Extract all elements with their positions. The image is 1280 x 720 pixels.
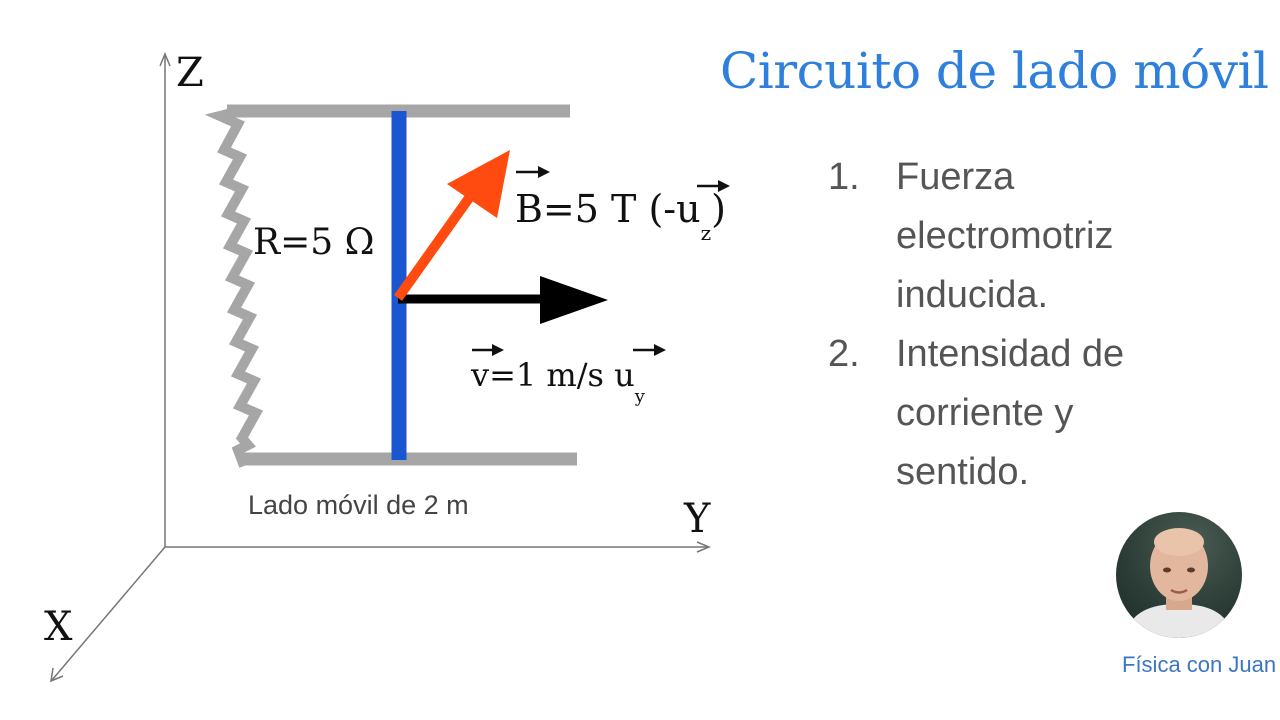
field-label-main: B=5 T (-u — [515, 187, 701, 231]
presenter-portrait-icon — [1124, 528, 1234, 638]
field-label-close: ) — [711, 187, 726, 231]
axis-z-label: Z — [176, 50, 204, 96]
channel-credit: Física con Juan — [1122, 652, 1277, 677]
axis-x-label: X — [44, 604, 73, 650]
axes — [50, 52, 711, 683]
x-axis-arrowhead — [50, 667, 64, 683]
list-item-number: 1. — [828, 156, 860, 198]
svg-text:v=1 m/s uy: v=1 m/s uy — [470, 356, 646, 407]
velocity-label-sub: y — [634, 386, 646, 407]
svg-text:B=5 T (-uz): B=5 T (-uz) — [515, 187, 726, 245]
axis-y-label: Y — [683, 496, 711, 542]
page-title: Circuito de lado móvil — [720, 42, 1269, 100]
resistor-label: R=5 Ω — [253, 222, 374, 263]
vector-arrow-icon — [472, 344, 666, 356]
velocity-label-main: v=1 m/s u — [470, 356, 635, 394]
vector-arrow-icon — [516, 166, 730, 192]
avatar — [1116, 512, 1242, 638]
field-label: B=5 T (-uz) — [515, 166, 730, 245]
z-axis-arrowhead — [159, 52, 171, 67]
list-item-text: Intensidad de corriente y sentido. — [896, 333, 1125, 493]
question-list: 1. Fuerza electromotriz inducida. 2. Int… — [828, 148, 1258, 502]
y-axis-arrowhead — [696, 541, 711, 553]
velocity-label: v=1 m/s uy — [470, 344, 666, 407]
list-item: 1. Fuerza electromotriz inducida. — [828, 148, 1258, 325]
resistor-zigzag — [204, 108, 264, 468]
list-item-text: Fuerza electromotriz inducida. — [896, 156, 1114, 316]
field-label-sub: z — [701, 221, 712, 245]
list-item: 2. Intensidad de corriente y sentido. — [828, 325, 1258, 502]
velocity-arrow — [398, 276, 608, 324]
field-arrow — [393, 150, 510, 301]
list-item-number: 2. — [828, 333, 860, 375]
x-axis-line — [51, 546, 166, 681]
side-length-label: Lado móvil de 2 m — [248, 490, 469, 520]
